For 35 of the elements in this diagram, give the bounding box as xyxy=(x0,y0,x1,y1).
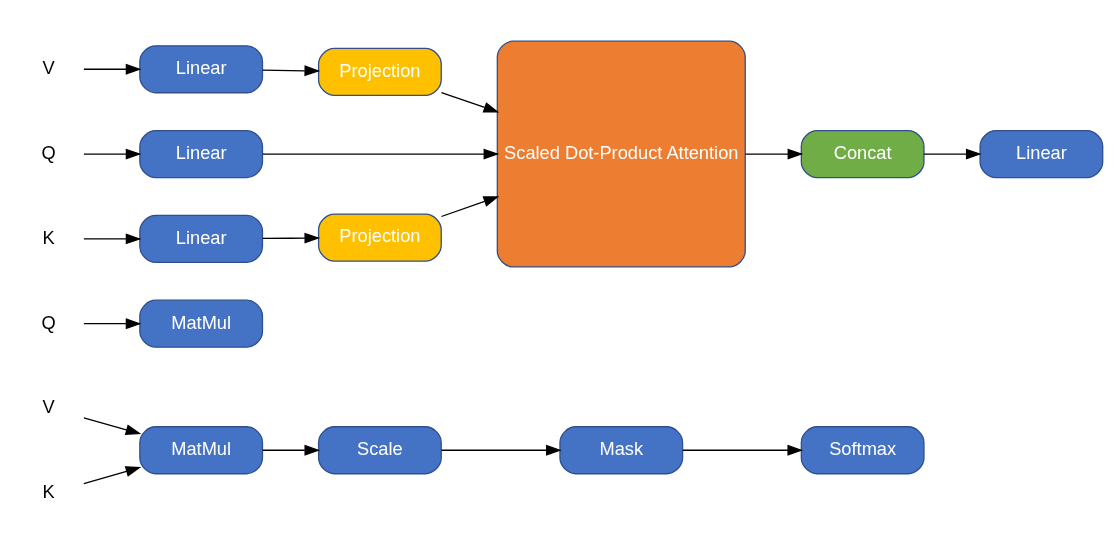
arrow xyxy=(440,444,562,456)
arrow xyxy=(83,232,142,244)
node-box: Projection xyxy=(317,47,442,96)
node-box: MatMul xyxy=(139,299,264,348)
node-box: Projection xyxy=(317,212,442,262)
arrow xyxy=(262,148,500,160)
node-box: Softmax xyxy=(800,425,925,474)
arrow xyxy=(261,64,321,76)
arrow xyxy=(440,91,500,113)
node-box: Scale xyxy=(317,425,442,474)
node-text: Q xyxy=(41,141,56,163)
node-box: Linear xyxy=(139,44,264,93)
node-box: Scaled Dot-Product Attention xyxy=(496,40,746,268)
arrow xyxy=(682,444,804,456)
arrow xyxy=(744,148,804,160)
node-text: K xyxy=(42,480,55,502)
node-box: Linear xyxy=(139,129,264,178)
node-box: Linear xyxy=(979,129,1104,178)
arrow xyxy=(83,465,142,484)
node-box: Linear xyxy=(139,214,264,263)
arrow xyxy=(83,63,142,75)
arrow xyxy=(261,232,321,244)
arrow xyxy=(261,444,321,456)
node-box: Concat xyxy=(800,129,925,178)
node-text: Q xyxy=(41,311,56,333)
arrow xyxy=(83,416,142,435)
node-box: MatMul xyxy=(139,425,264,474)
arrow xyxy=(440,195,500,217)
arrow xyxy=(83,317,142,329)
node-text: K xyxy=(42,226,55,248)
arrow xyxy=(83,148,142,160)
node-text: V xyxy=(42,395,55,417)
node-box: Mask xyxy=(559,425,684,474)
node-text: V xyxy=(42,56,55,78)
arrow xyxy=(923,148,982,160)
